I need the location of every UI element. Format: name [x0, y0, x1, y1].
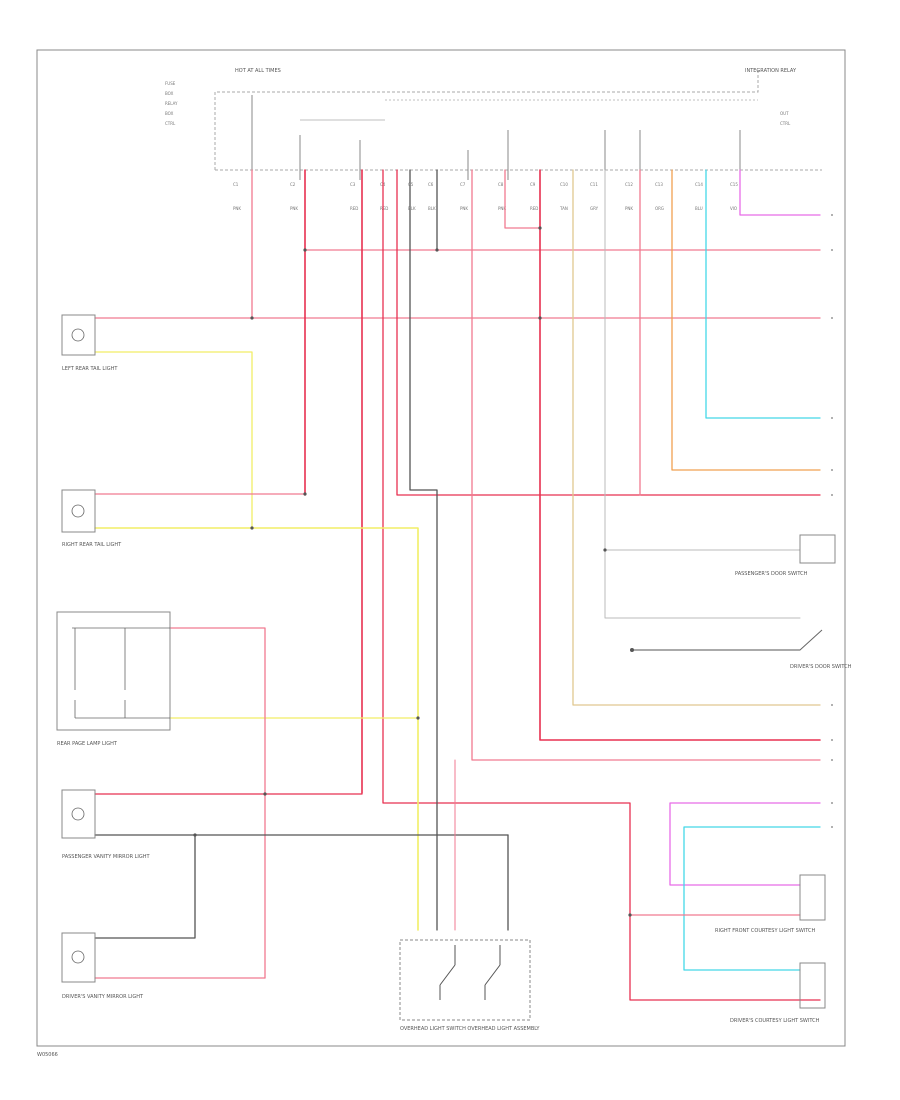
svg-text:TAN: TAN: [559, 206, 568, 211]
svg-text:OUT: OUT: [780, 111, 789, 116]
integration-module: HOT AT ALL TIMES INTEGRATION RELAY FUSE …: [165, 68, 822, 171]
svg-text:RED: RED: [380, 206, 388, 211]
footer-id: W05066: [37, 1052, 58, 1058]
drivers-door-switch: DRIVER'S DOOR SWITCH: [630, 629, 852, 670]
drivers-courtesy-light-switch: DRIVER'S COURTESY LIGHT SWITCH: [730, 962, 826, 1024]
svg-text:C7: C7: [460, 182, 466, 187]
svg-text:PASSENGER VANITY MIRROR LIGHT: PASSENGER VANITY MIRROR LIGHT: [62, 854, 151, 860]
drivers-vanity-mirror-light: DRIVER'S VANITY MIRROR LIGHT: [61, 932, 144, 1000]
svg-text:BLK: BLK: [428, 206, 436, 211]
svg-text:C15: C15: [730, 182, 738, 187]
svg-text:C14: C14: [695, 182, 703, 187]
passenger-vanity-mirror-light: PASSENGER VANITY MIRROR LIGHT: [61, 789, 151, 860]
svg-text:BLK: BLK: [408, 206, 416, 211]
svg-text:FUSE: FUSE: [165, 81, 176, 86]
svg-text:LEFT REAR TAIL LIGHT: LEFT REAR TAIL LIGHT: [62, 366, 118, 372]
svg-text:DRIVER'S COURTESY LIGHT SWITCH: DRIVER'S COURTESY LIGHT SWITCH: [730, 1018, 820, 1024]
svg-text:DRIVER'S DOOR SWITCH: DRIVER'S DOOR SWITCH: [790, 664, 852, 670]
right-connector-ticks: [831, 214, 833, 828]
svg-text:PNK: PNK: [233, 206, 241, 211]
svg-text:CTRL: CTRL: [780, 121, 791, 126]
svg-text:REAR PAGE LAMP LIGHT: REAR PAGE LAMP LIGHT: [57, 741, 118, 747]
integration-relay-label: INTEGRATION RELAY: [745, 68, 797, 74]
svg-text:BOX: BOX: [165, 111, 174, 116]
svg-text:VIO: VIO: [730, 206, 737, 211]
svg-text:PNK: PNK: [290, 206, 298, 211]
svg-text:DRIVER'S VANITY MIRROR LIGHT: DRIVER'S VANITY MIRROR LIGHT: [62, 994, 144, 1000]
svg-text:C9: C9: [530, 182, 536, 187]
right-front-courtesy-light-switch: RIGHT FRONT COURTESY LIGHT SWITCH: [715, 874, 826, 934]
svg-text:BOX: BOX: [165, 91, 174, 96]
svg-text:RIGHT FRONT COURTESY LIGHT SWI: RIGHT FRONT COURTESY LIGHT SWITCH: [715, 928, 816, 934]
svg-text:C5: C5: [408, 182, 414, 187]
svg-text:BLU: BLU: [695, 206, 703, 211]
svg-text:C1: C1: [233, 182, 239, 187]
svg-text:C13: C13: [655, 182, 663, 187]
overhead-light-switch: OVERHEAD LIGHT SWITCH OVERHEAD LIGHT ASS…: [399, 939, 540, 1032]
hot-at-all-times-label: HOT AT ALL TIMES: [235, 68, 281, 74]
left-rear-tail-light: LEFT REAR TAIL LIGHT: [61, 314, 118, 372]
svg-text:PNK: PNK: [625, 206, 633, 211]
svg-text:C6: C6: [428, 182, 434, 187]
rear-page-lamp: REAR PAGE LAMP LIGHT: [56, 611, 171, 747]
passengers-door-switch: PASSENGER'S DOOR SWITCH: [735, 534, 836, 577]
svg-text:CTRL: CTRL: [165, 121, 176, 126]
svg-text:C2: C2: [290, 182, 296, 187]
svg-text:C8: C8: [498, 182, 504, 187]
svg-text:C11: C11: [590, 182, 598, 187]
right-rear-tail-light: RIGHT REAR TAIL LIGHT: [61, 489, 122, 548]
svg-text:ORG: ORG: [655, 206, 664, 211]
svg-text:RED: RED: [530, 206, 538, 211]
svg-text:C12: C12: [625, 182, 633, 187]
wires: [94, 169, 821, 1001]
svg-text:PNK: PNK: [460, 206, 468, 211]
diagram-frame: [36, 49, 846, 1047]
svg-text:RED: RED: [350, 206, 358, 211]
svg-text:C3: C3: [350, 182, 356, 187]
module-pins: [251, 95, 741, 180]
svg-text:PNK: PNK: [498, 206, 506, 211]
svg-text:RELAY: RELAY: [165, 101, 178, 106]
svg-text:C10: C10: [560, 182, 568, 187]
svg-text:OVERHEAD LIGHT SWITCH OVERHEAD: OVERHEAD LIGHT SWITCH OVERHEAD LIGHT ASS…: [400, 1026, 540, 1032]
svg-text:RIGHT REAR TAIL LIGHT: RIGHT REAR TAIL LIGHT: [62, 542, 122, 548]
svg-text:GRY: GRY: [590, 206, 599, 211]
svg-text:PASSENGER'S DOOR SWITCH: PASSENGER'S DOOR SWITCH: [735, 571, 808, 577]
junction-dots: [193, 226, 632, 917]
